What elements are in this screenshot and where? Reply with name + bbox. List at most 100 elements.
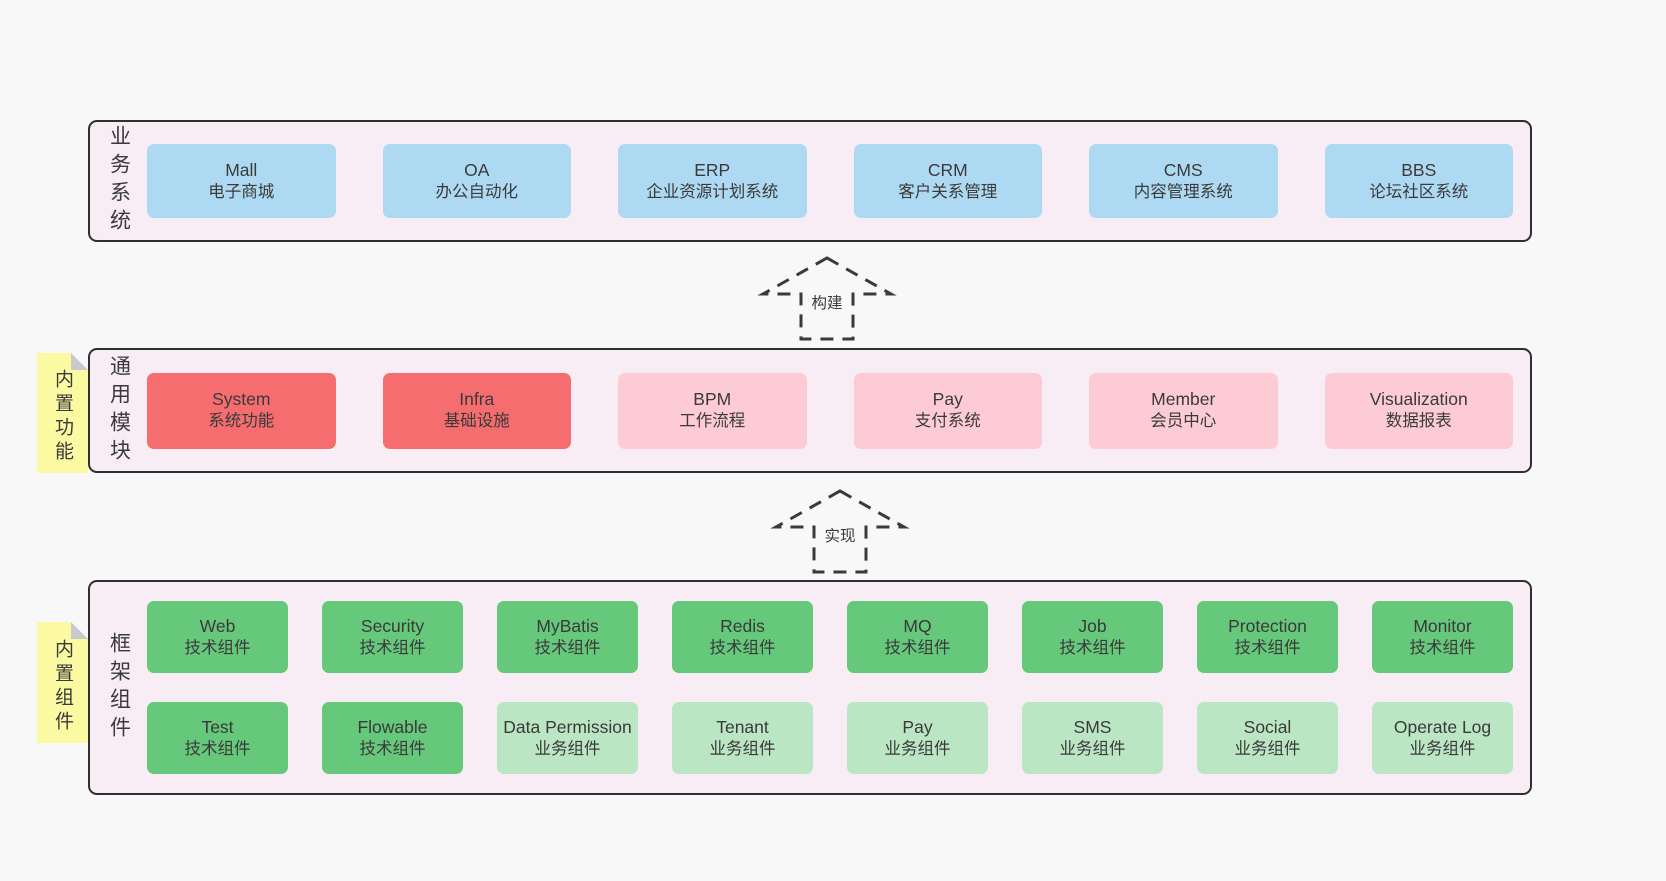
box-protection: Protection 技术组件 [1197,601,1338,673]
box-redis: Redis 技术组件 [672,601,813,673]
business-boxes-row: Mall 电子商城 OA 办公自动化 ERP 企业资源计划系统 CRM 客户关系… [147,122,1530,240]
up-arrow-icon [770,489,910,574]
arrow-label: 构建 [808,290,846,314]
box-subtitle: 业务组件 [1059,739,1126,758]
box-subtitle: 技术组件 [884,638,951,657]
box-title: Data Permission [503,716,632,737]
box-cms: CMS 内容管理系统 [1089,144,1278,218]
component-boxes-grid: Web 技术组件 Security 技术组件 MyBatis 技术组件 Redi… [147,582,1530,793]
box-operate-log: Operate Log 业务组件 [1372,702,1513,774]
box-title: CMS [1163,159,1203,180]
box-title: Flowable [357,716,428,737]
section-business-systems: 业务系统 Mall 电子商城 OA 办公自动化 ERP 企业资源计划系统 CRM… [88,120,1532,242]
box-system: System 系统功能 [147,372,336,449]
section-common-modules: 通用模块 System 系统功能 Infra 基础设施 BPM 工作流程 Pay… [88,348,1532,473]
box-erp: ERP 企业资源计划系统 [618,144,807,218]
section-label: 框架组件 [107,631,131,744]
box-title: Web [199,615,236,636]
box-subtitle: 技术组件 [1059,638,1126,657]
box-subtitle: 技术组件 [1234,638,1301,657]
arrow-implement: 实现 [770,487,910,575]
box-visualization: Visualization 数据报表 [1324,372,1513,449]
box-subtitle: 企业资源计划系统 [646,182,779,201]
box-tenant: Tenant 业务组件 [672,702,813,774]
box-subtitle: 技术组件 [359,739,426,758]
folded-corner-icon [71,353,88,370]
arrow-label: 实现 [821,523,859,547]
box-subtitle: 业务组件 [1409,739,1476,758]
box-title: Security [360,615,425,636]
box-crm: CRM 客户关系管理 [853,144,1042,218]
box-sms: SMS 业务组件 [1022,702,1163,774]
box-title: Tenant [716,716,769,737]
module-boxes-row: System 系统功能 Infra 基础设施 BPM 工作流程 Pay 支付系统… [147,350,1530,471]
box-subtitle: 业务组件 [884,739,951,758]
sticky-label: 内置组件 [52,638,73,735]
box-subtitle: 数据报表 [1385,412,1452,431]
box-title: Social [1243,716,1292,737]
box-title: Job [1078,615,1107,636]
box-title: Member [1151,389,1216,410]
box-monitor: Monitor 技术组件 [1372,601,1513,673]
box-subtitle: 业务组件 [709,739,776,758]
box-mall: Mall 电子商城 [147,144,336,218]
box-web: Web 技术组件 [147,601,288,673]
box-social: Social 业务组件 [1197,702,1338,774]
box-title: MyBatis [536,615,599,636]
box-subtitle: 技术组件 [359,638,426,657]
box-oa: OA 办公自动化 [382,144,571,218]
box-member: Member 会员中心 [1089,372,1278,449]
box-title: ERP [694,159,731,180]
box-subtitle: 业务组件 [534,739,601,758]
box-subtitle: 工作流程 [679,412,746,431]
box-title: BPM [693,389,732,410]
box-title: BBS [1401,159,1437,180]
box-subtitle: 技术组件 [709,638,776,657]
box-title: CRM [927,159,968,180]
box-subtitle: 内容管理系统 [1133,182,1233,201]
box-subtitle: 基础设施 [443,412,510,431]
box-test: Test 技术组件 [147,702,288,774]
box-title: Mall [225,159,258,180]
box-job: Job 技术组件 [1022,601,1163,673]
box-subtitle: 支付系统 [914,412,981,431]
box-subtitle: 系统功能 [208,412,275,431]
box-data-permission: Data Permission 业务组件 [497,702,638,774]
box-security: Security 技术组件 [322,601,463,673]
folded-corner-icon [71,622,88,639]
box-title: Test [201,716,234,737]
box-pay: Pay 支付系统 [853,372,1042,449]
box-bbs: BBS 论坛社区系统 [1324,144,1513,218]
box-subtitle: 办公自动化 [435,182,519,201]
sticky-note-built-in-components: 内置组件 [37,622,88,743]
box-title: Pay [902,716,933,737]
box-subtitle: 论坛社区系统 [1369,182,1469,201]
box-subtitle: 技术组件 [184,638,251,657]
box-title: Protection [1228,615,1307,636]
box-title: System [212,389,271,410]
box-pay-business: Pay 业务组件 [847,702,988,774]
box-title: Pay [932,389,963,410]
box-title: MQ [903,615,932,636]
box-title: OA [464,159,490,180]
box-title: Visualization [1369,389,1468,410]
box-bpm: BPM 工作流程 [618,372,807,449]
section-label: 业务系统 [107,125,131,237]
box-subtitle: 技术组件 [1409,638,1476,657]
box-mybatis: MyBatis 技术组件 [497,601,638,673]
box-subtitle: 业务组件 [1234,739,1301,758]
sticky-note-built-in-features: 内置功能 [37,353,88,473]
box-infra: Infra 基础设施 [382,372,571,449]
box-subtitle: 客户关系管理 [898,182,998,201]
arrow-build: 构建 [757,254,897,342]
box-mq: MQ 技术组件 [847,601,988,673]
box-subtitle: 技术组件 [534,638,601,657]
box-title: Redis [720,615,765,636]
box-title: Operate Log [1393,716,1492,737]
box-subtitle: 会员中心 [1150,412,1217,431]
sticky-label: 内置功能 [52,369,73,465]
box-subtitle: 电子商城 [208,182,275,201]
section-framework-components: 框架组件 Web 技术组件 Security 技术组件 MyBatis 技术组件… [88,580,1532,795]
box-flowable: Flowable 技术组件 [322,702,463,774]
